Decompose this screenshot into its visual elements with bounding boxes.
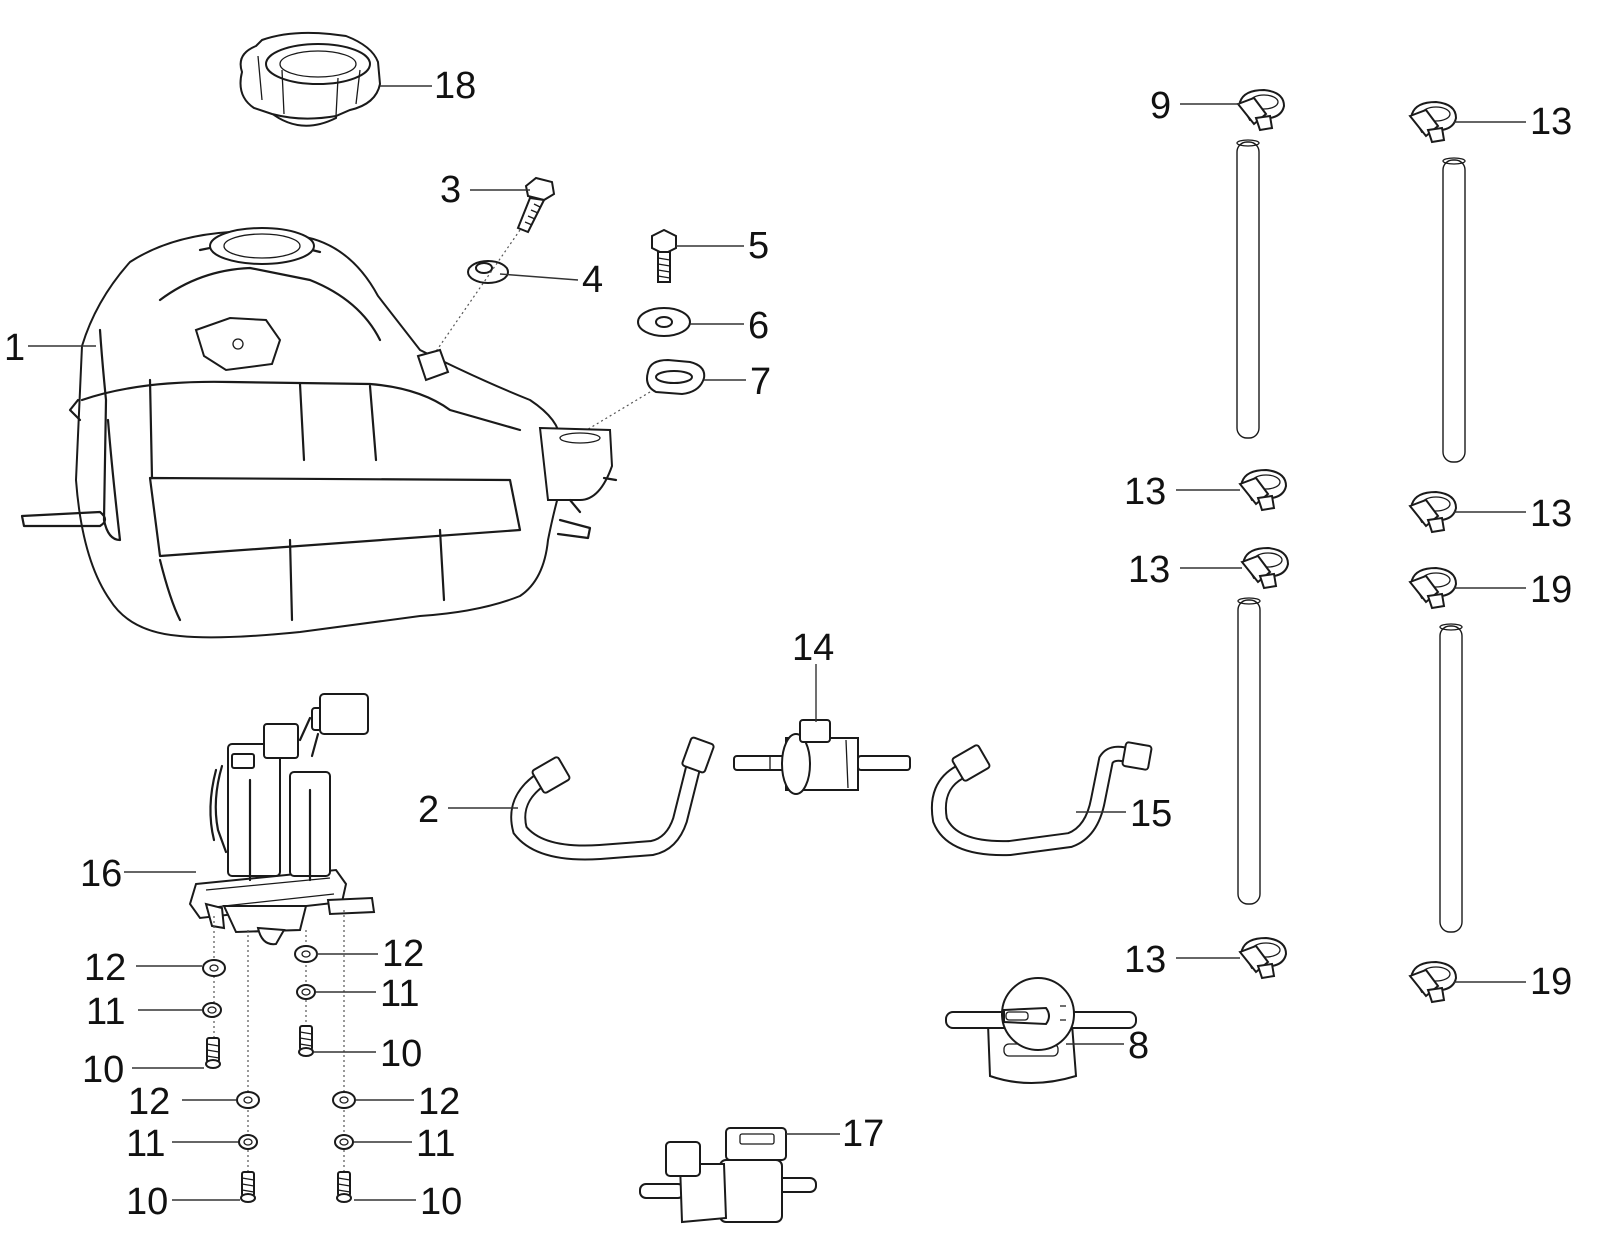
callout-12-upper-left: 12 <box>84 947 126 989</box>
callout-8: 8 <box>1128 1025 1149 1067</box>
callout-5: 5 <box>748 225 769 267</box>
leader-lines <box>28 85 1526 1201</box>
washer-12-lower-right <box>332 1091 356 1109</box>
callout-13-mid-left: 13 <box>1124 471 1166 513</box>
rubber-washer-4 <box>467 260 509 284</box>
callout-12-upper-right: 12 <box>382 933 424 975</box>
lock-washer-11-lower-right <box>334 1134 354 1150</box>
fuel-cap <box>239 31 382 127</box>
callout-10-upper-right: 10 <box>380 1033 422 1075</box>
fuel-pipe-15 <box>931 741 1153 857</box>
callout-13-lower-left: 13 <box>1128 549 1170 591</box>
hose-clamp-13-bottom-left <box>1238 936 1288 980</box>
callout-6: 6 <box>748 305 769 347</box>
screw-10-lower-right <box>336 1171 352 1203</box>
flange-bolt-5 <box>651 228 677 283</box>
callout-16: 16 <box>80 853 122 895</box>
lock-washer-11-upper-left <box>202 1002 222 1018</box>
callout-12-lower-right: 12 <box>418 1081 460 1123</box>
lock-washer-11-upper-right <box>296 984 316 1000</box>
purge-valve-17 <box>639 1127 817 1224</box>
callout-10-lower-left: 10 <box>126 1181 168 1223</box>
callout-10-lower-right: 10 <box>420 1181 462 1223</box>
fuel-pump-16 <box>188 693 376 946</box>
callout-12-lower-left: 12 <box>128 1081 170 1123</box>
hose-clamp-9 <box>1236 88 1286 132</box>
callout-17: 17 <box>842 1113 884 1155</box>
fuel-hose-upper-left <box>1236 139 1260 439</box>
callout-3: 3 <box>440 169 461 211</box>
assembly-line <box>569 391 651 441</box>
washer-12-upper-left <box>202 959 226 977</box>
fuel-hose-lower-left <box>1237 597 1261 905</box>
hose-clamp-13-mid-left <box>1238 468 1288 512</box>
hose-clamp-13-lower-left <box>1240 546 1290 590</box>
fuel-hose-lower-right <box>1439 623 1463 933</box>
assembly-line <box>429 229 521 361</box>
callout-7: 7 <box>750 361 771 403</box>
callout-14: 14 <box>792 627 834 669</box>
callout-9: 9 <box>1150 85 1171 127</box>
callout-10-upper-left: 10 <box>82 1049 124 1091</box>
lock-washer-11-lower-left <box>238 1134 258 1150</box>
callout-4: 4 <box>582 259 603 301</box>
callout-18: 18 <box>434 65 476 107</box>
callout-19-upper: 19 <box>1530 569 1572 611</box>
callout-11-upper-right: 11 <box>380 973 419 1015</box>
callout-1: 1 <box>4 327 25 369</box>
rubber-mount-7 <box>646 358 706 396</box>
callout-19-lower: 19 <box>1530 961 1572 1003</box>
washer-12-upper-right <box>294 945 318 963</box>
callout-11-lower-right: 11 <box>416 1123 455 1165</box>
fuel-filter-14 <box>733 719 911 795</box>
fuel-pipe-2 <box>510 736 715 861</box>
screw-10-upper-right <box>298 1025 314 1057</box>
hose-clamp-13-mid-right <box>1408 490 1458 534</box>
callout-2: 2 <box>418 789 439 831</box>
callout-13-mid-right: 13 <box>1530 493 1572 535</box>
hose-clamp-19-upper <box>1408 566 1458 610</box>
flange-bolt-3 <box>516 176 556 234</box>
hose-clamp-19-lower <box>1408 960 1458 1004</box>
washer-12-lower-left <box>236 1091 260 1109</box>
flat-washer-6 <box>637 307 691 337</box>
callout-11-lower-left: 11 <box>126 1123 165 1165</box>
callout-13-bottom-left: 13 <box>1124 939 1166 981</box>
fuel-hose-upper-right <box>1442 157 1466 463</box>
callout-15: 15 <box>1130 793 1172 835</box>
hose-clamp-13-top-right <box>1408 100 1458 144</box>
screw-10-lower-left <box>240 1171 256 1203</box>
callout-11-upper-left: 11 <box>86 991 125 1033</box>
screw-10-upper-left <box>205 1037 221 1069</box>
fuel-tank <box>20 227 618 639</box>
callout-13-top-right: 13 <box>1530 101 1572 143</box>
fuel-valve-8 <box>945 977 1137 1084</box>
